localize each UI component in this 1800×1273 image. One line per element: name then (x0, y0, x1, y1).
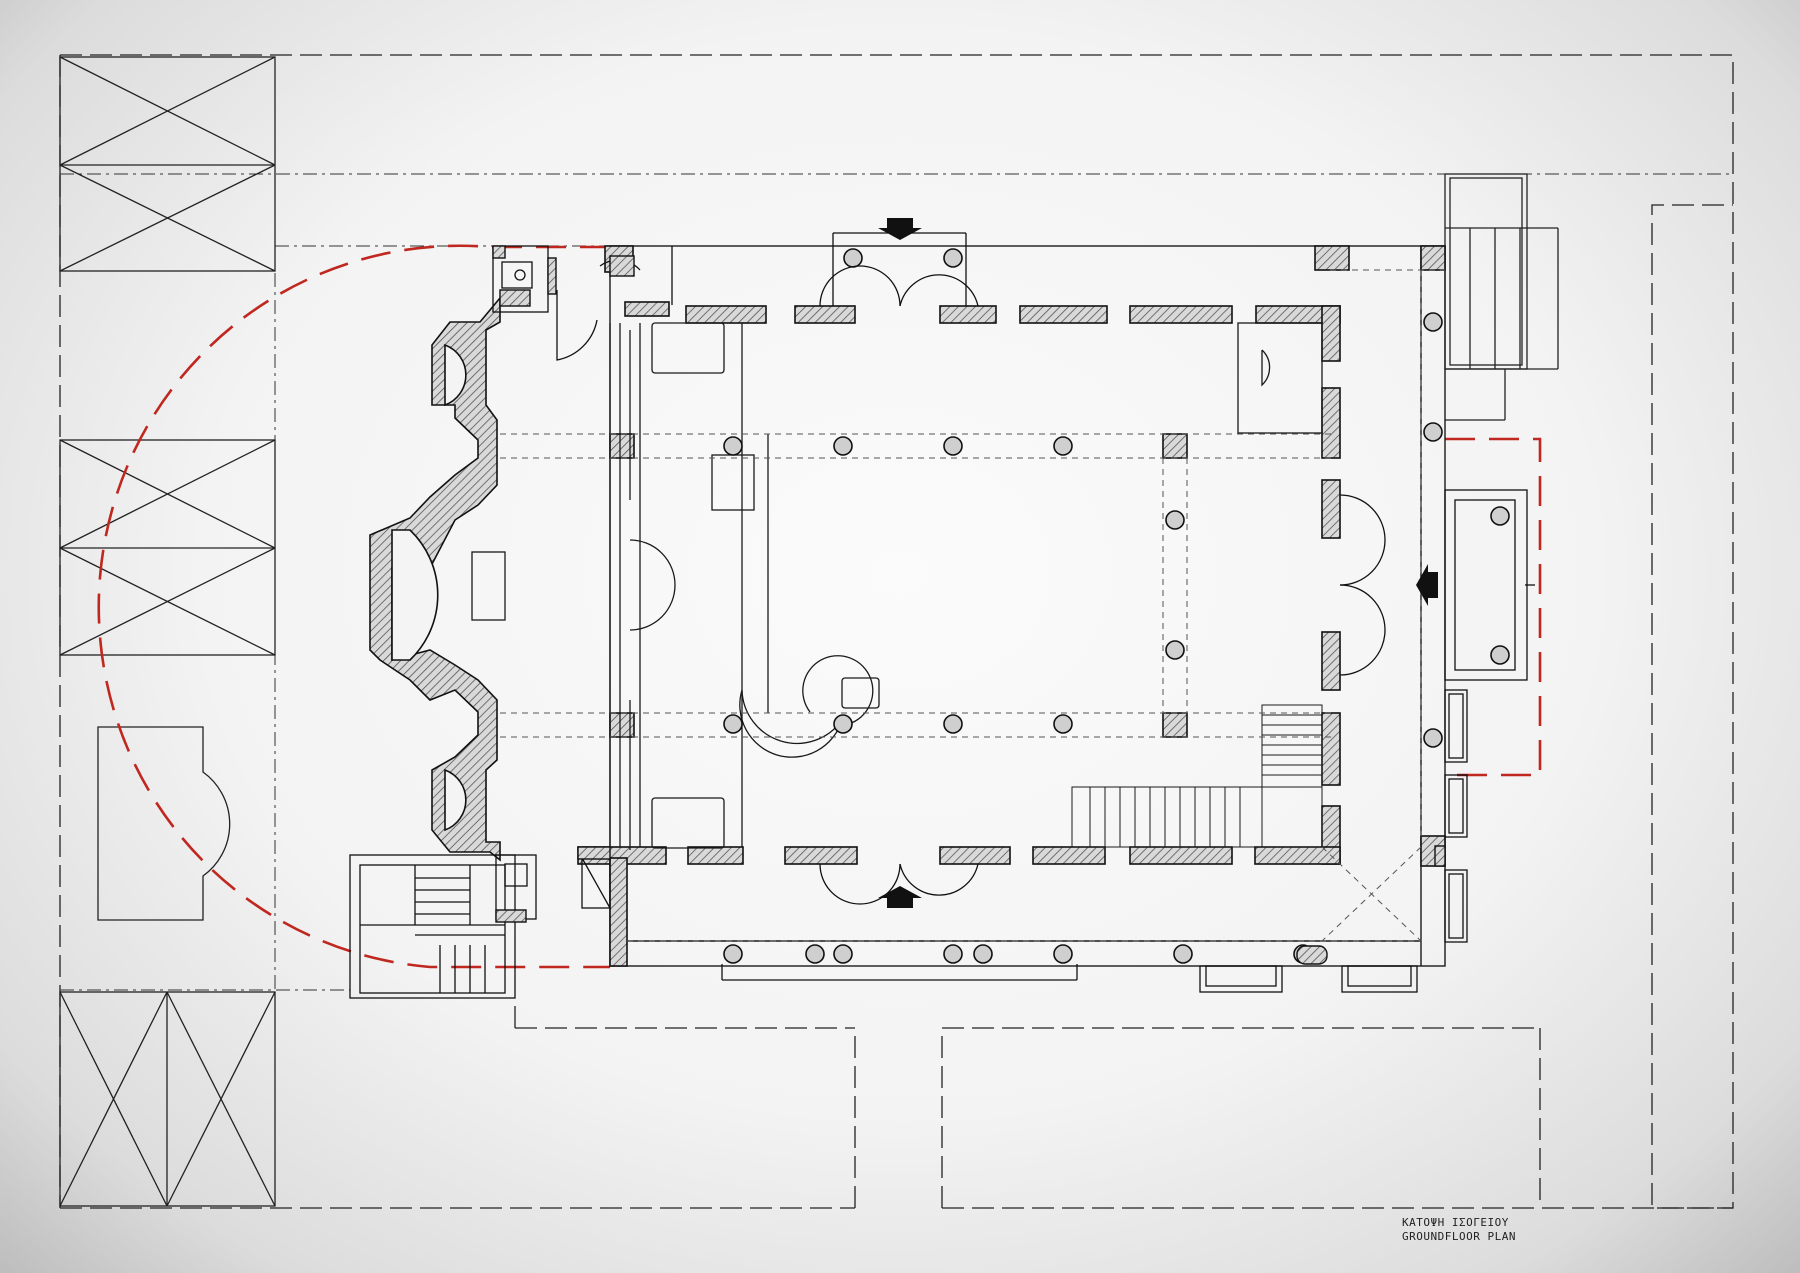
ne-stair (1444, 173, 1559, 421)
crossed-box-middle (59, 439, 276, 656)
east-entrance (1339, 489, 1535, 681)
apse-walls (369, 295, 501, 862)
crossed-box-top (59, 56, 276, 272)
title-english: GROUNDFLOOR PLAN (1402, 1230, 1516, 1243)
interior-stair (1071, 704, 1323, 848)
east-door-arrow-icon (1416, 564, 1438, 606)
north-entrance (819, 232, 979, 307)
sw-walls (495, 846, 611, 923)
column-bases (1296, 845, 1446, 965)
title-block: ΚΑΤΟΨΗ ΙΣΟΓΕΙΟΥ GROUNDFLOOR PLAN (1402, 1216, 1516, 1244)
title-greek: ΚΑΤΟΨΗ ΙΣΟΓΕΙΟΥ (1402, 1216, 1509, 1229)
entrance-arrow-icon (878, 218, 922, 240)
south-door-arrow-icon (878, 886, 922, 908)
window-boxes (1199, 689, 1468, 993)
interior-lines (471, 322, 1323, 850)
site-dash-dot-lines (60, 173, 1733, 991)
apse-niches (391, 343, 467, 832)
nave-walls (577, 245, 1446, 967)
red-dashed-outline (97, 244, 1542, 969)
sw-stair (349, 854, 611, 999)
nw-walls (492, 245, 635, 307)
crossed-box-bottom (59, 991, 276, 1207)
annex-outline (97, 726, 231, 921)
columns (723, 248, 1510, 964)
south-entrance (721, 863, 1078, 981)
structural-grid (500, 269, 1445, 942)
nw-service (492, 245, 673, 361)
